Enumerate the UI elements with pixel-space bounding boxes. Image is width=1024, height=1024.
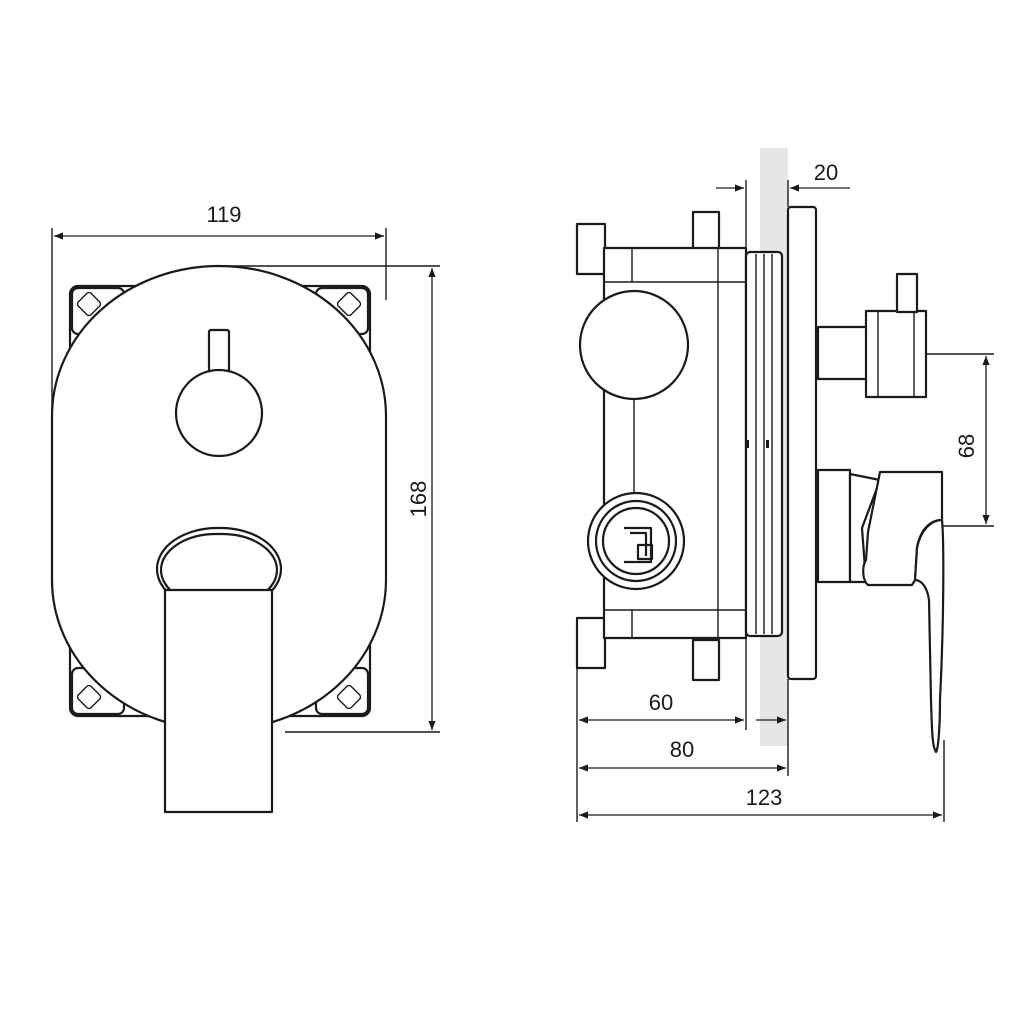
dimension-box-depth-60: 60 [576,636,789,822]
diverter-knob [174,328,264,458]
dim-123-label: 123 [746,785,783,810]
dim-168-label: 168 [406,481,431,518]
dimension-front-height: 168 [219,265,440,733]
mixer-handle-side [816,468,945,754]
diverter-knob-side [816,272,928,399]
dimension-outlet-spacing: 68 [926,353,994,527]
threaded-sleeve [744,250,784,638]
side-view: 20 68 60 80 123 [575,148,994,822]
cover-plate-side [786,205,818,681]
dim-80-label: 80 [670,737,694,762]
rear-studs [575,210,721,682]
cartridge-socket [586,491,686,591]
front-view: 119 168 [50,202,440,814]
dimension-box-depth-80: 80 [579,737,786,772]
dim-119-label: 119 [206,202,241,227]
dimension-front-width: 119 [51,202,387,410]
mixer-handle [155,526,283,814]
valve-body [578,246,748,640]
dim-20-label: 20 [814,160,838,185]
dimension-total-depth: 123 [579,740,945,822]
dim-68-label: 68 [954,434,979,458]
dimension-wall-offset: 20 [716,160,850,252]
dim-60-label: 60 [649,690,673,715]
